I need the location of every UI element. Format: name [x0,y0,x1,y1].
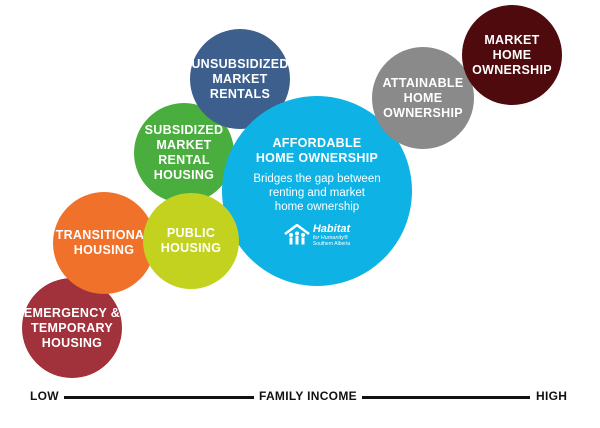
label-line: AFFORDABLE [272,135,362,150]
habitat-logo-text: Habitat for Humanity® Southern Alberta [312,222,351,247]
circle-description: Bridges the gap between renting and mark… [253,172,380,214]
habitat-logo: Habitat for Humanity® Southern Alberta [284,222,351,247]
label-line: TRANSITIONAL [55,228,153,242]
circle-public-housing: PUBLIC HOUSING [143,193,239,289]
logo-line: for Humanity® [312,234,349,241]
description-line: Bridges the gap between [253,172,381,185]
circle-label: SUBSIDIZED MARKET RENTAL HOUSING [145,123,224,183]
circle-attainable-home-ownership: ATTAINABLE HOME OWNERSHIP [372,47,474,149]
circle-label: MARKET HOME OWNERSHIP [472,33,552,78]
circle-label: ATTAINABLE HOME OWNERSHIP [383,76,464,121]
circle-affordable-home-ownership: AFFORDABLE HOME OWNERSHIP Bridges the ga… [222,96,412,286]
circle-label: EMERGENCY & TEMPORARY HOUSING [24,306,120,351]
label-line: HOUSING [41,335,103,350]
label-line: UNSUBSIDIZED [191,56,289,71]
label-line: RENTALS [209,86,271,101]
label-line: HOUSING [160,241,222,255]
logo-line: Habitat [312,222,351,235]
label-line: HOUSING [73,243,135,257]
circle-label: TRANSITIONAL HOUSING [56,228,153,258]
axis-line-left [64,396,254,399]
logo-line: Southern Alberta [312,240,351,247]
label-line: RENTAL [158,153,210,167]
circle-label: PUBLIC HOUSING [161,226,221,256]
label-line: TEMPORARY [30,320,114,335]
axis-high-label: HIGH [536,389,568,403]
label-line: OWNERSHIP [383,105,463,120]
label-line: HOME [403,90,443,105]
label-line: SUBSIDIZED [144,123,224,137]
label-line: EMERGENCY & [23,305,121,320]
circle-transitional-housing: TRANSITIONAL HOUSING [53,192,155,294]
label-line: MARKET [484,32,540,47]
circle-label: AFFORDABLE HOME OWNERSHIP [256,136,378,166]
habitat-house-people-icon [284,224,310,245]
label-line: HOME [492,47,532,62]
label-line: MARKET [212,71,268,86]
description-line: renting and market [269,186,365,199]
circle-market-home-ownership: MARKET HOME OWNERSHIP [462,5,562,105]
description-line: home ownership [274,200,360,213]
circle-emergency-temporary-housing: EMERGENCY & TEMPORARY HOUSING [22,278,122,378]
label-line: MARKET [156,138,212,152]
label-line: HOUSING [153,168,215,182]
axis-line-right [362,396,530,399]
label-line: ATTAINABLE [382,75,464,90]
axis-low-label: LOW [30,389,59,403]
label-line: PUBLIC [166,226,216,240]
label-line: OWNERSHIP [472,62,552,77]
circle-label: UNSUBSIDIZED MARKET RENTALS [191,57,288,102]
label-line: HOME OWNERSHIP [255,150,379,165]
axis-title: FAMILY INCOME [259,389,357,403]
